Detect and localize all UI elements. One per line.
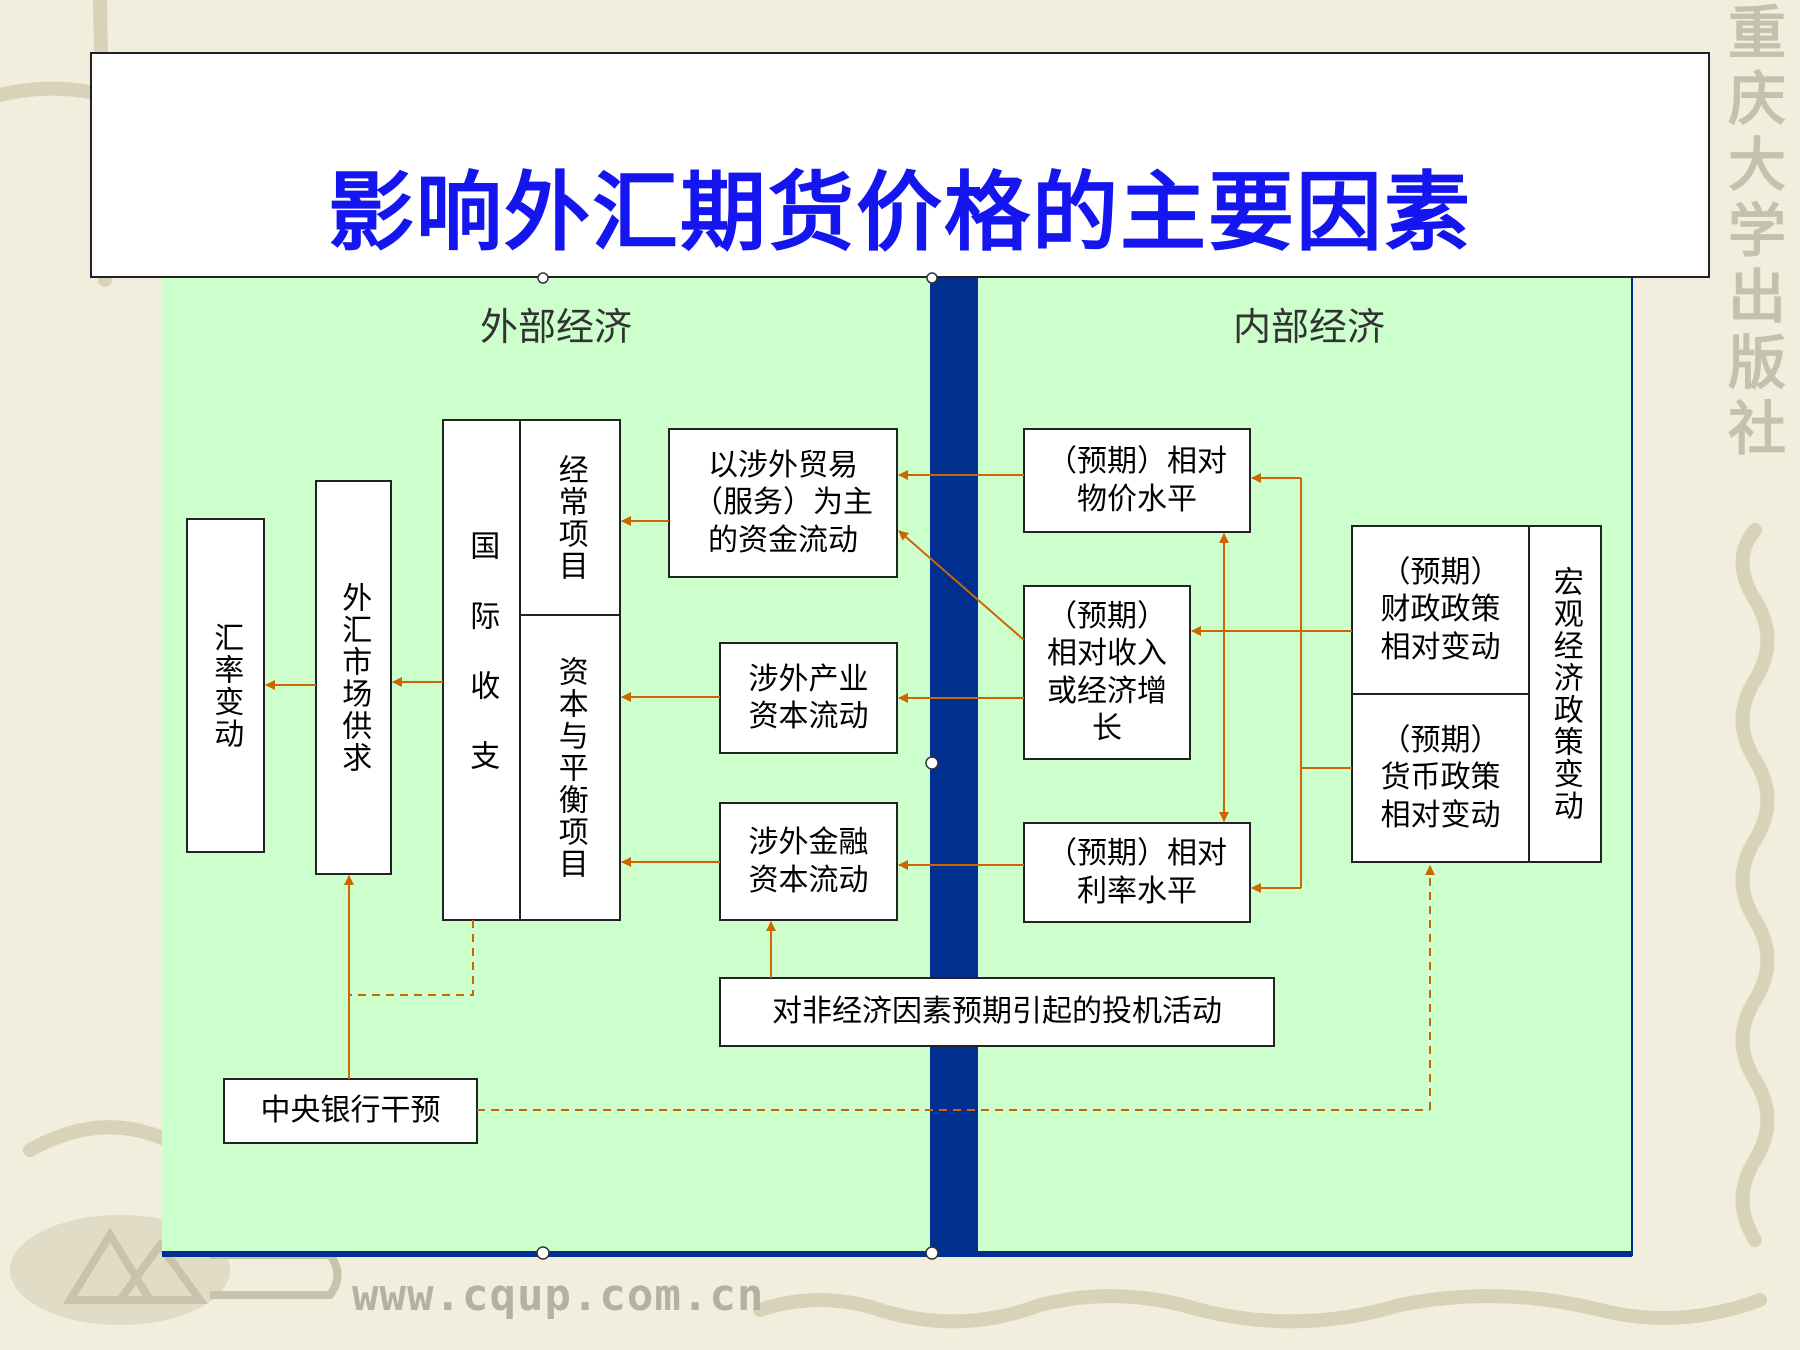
box-price-level: [1023, 428, 1251, 533]
node-central-bank-intervention: 中央银行干预: [260, 1093, 441, 1129]
box-industrial-flow: [719, 642, 898, 754]
node-balance-of-payments: 国际收支: [464, 530, 500, 810]
node-industrial-capital-flow: 涉外产业资本流动: [748, 661, 869, 735]
title-box: 影响外汇期货价格的主要因素: [90, 52, 1710, 278]
box-central-bank: [223, 1078, 478, 1144]
node-relative-interest-rate: （预期）相对利率水平: [1047, 836, 1227, 909]
divider-bar: [930, 278, 978, 1256]
box-exchange-rate: [186, 518, 265, 853]
external-region-label: 外部经济: [480, 305, 633, 349]
box-fx-market: [315, 480, 392, 875]
node-macro-policy-change: 宏观经济政策变动: [1547, 566, 1583, 822]
box-capital-balancing: [519, 614, 621, 921]
node-relative-income-growth: （预期）相对收入或经济增长: [1047, 598, 1167, 747]
footer-url: www.cqup.com.cn: [352, 1270, 765, 1321]
node-capital-balancing: 资本与平衡项目: [552, 655, 588, 880]
node-trade-capital-flow: 以涉外贸易（服务）为主的资金流动: [693, 447, 873, 558]
node-monetary-policy-change: （预期）货币政策相对变动: [1380, 722, 1501, 833]
internal-region-label: 内部经济: [1233, 305, 1386, 349]
node-current-account: 经常项目: [552, 453, 588, 582]
box-macro: [1528, 525, 1602, 863]
slide-title: 影响外汇期货价格的主要因素: [328, 163, 1472, 263]
box-income-growth: [1023, 585, 1191, 760]
node-speculation: 对非经济因素预期引起的投机活动: [772, 994, 1222, 1030]
node-exchange-rate-change: 汇率变动: [208, 621, 244, 750]
box-trade-flow: [668, 428, 898, 578]
publisher-watermark: 重庆大学出版社: [1727, 0, 1786, 463]
node-relative-price-level: （预期）相对物价水平: [1047, 444, 1227, 517]
box-interest-rate: [1023, 822, 1251, 923]
box-fiscal: [1351, 525, 1530, 695]
node-fx-market-supply-demand: 外汇市场供求: [336, 581, 372, 774]
node-fiscal-policy-change: （预期）财政政策相对变动: [1380, 554, 1501, 665]
box-bop: [442, 419, 521, 921]
box-speculation: [719, 977, 1275, 1047]
node-financial-capital-flow: 涉外金融资本流动: [748, 825, 869, 898]
